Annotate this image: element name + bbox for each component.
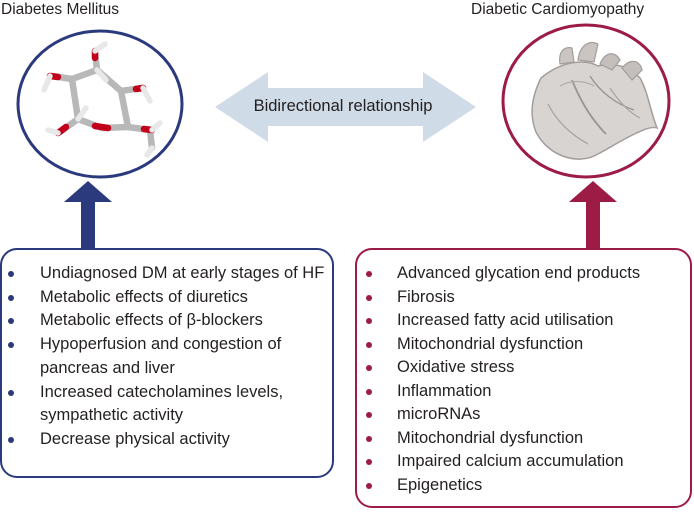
bullet-icon bbox=[8, 318, 14, 325]
list-item: Decrease physical activity bbox=[2, 428, 332, 452]
list-item: Increased catecholamines levels, sympath… bbox=[2, 381, 332, 428]
list-item: Mitochondrial dysfunction bbox=[357, 427, 690, 451]
bullet-icon bbox=[366, 459, 372, 466]
bullet-icon bbox=[366, 435, 372, 442]
cardiomyopathy-factors-box: Advanced glycation end products Fibrosis… bbox=[355, 248, 692, 508]
list-item: Advanced glycation end products bbox=[357, 262, 690, 286]
list-item: Epigenetics bbox=[357, 474, 690, 498]
list-item: Fibrosis bbox=[357, 286, 690, 310]
bullet-icon bbox=[366, 388, 372, 395]
list-item: Hypoperfusion and congestion of pancreas… bbox=[2, 333, 332, 380]
bullet-icon bbox=[8, 271, 14, 277]
bullet-icon bbox=[366, 482, 372, 489]
bullet-icon bbox=[366, 341, 372, 348]
bullet-icon bbox=[8, 389, 14, 396]
diabetes-title: Diabetes Mellitus bbox=[1, 1, 120, 18]
bullet-icon bbox=[8, 342, 14, 349]
list-item: Undiagnosed DM at early stages of HF bbox=[2, 262, 332, 286]
relationship-label: Bidirectional relationship bbox=[253, 97, 433, 115]
bullet-icon bbox=[366, 412, 372, 419]
bullet-icon bbox=[366, 294, 372, 301]
list-item: Metabolic effects of diuretics bbox=[2, 286, 332, 310]
bullet-icon bbox=[8, 294, 14, 301]
heart-icon bbox=[531, 41, 659, 160]
list-item: Inflammation bbox=[357, 380, 690, 404]
diabetes-circle bbox=[16, 29, 184, 179]
diabetes-factors-list: Undiagnosed DM at early stages of HF Met… bbox=[2, 262, 332, 452]
right-up-arrow bbox=[569, 181, 617, 254]
list-item: Impaired calcium accumulation bbox=[357, 450, 690, 474]
diabetes-factors-box: Undiagnosed DM at early stages of HF Met… bbox=[0, 248, 334, 478]
list-item: Metabolic effects of β-blockers bbox=[2, 309, 332, 333]
bidirectional-arrow bbox=[215, 72, 476, 142]
left-up-arrow bbox=[64, 181, 112, 254]
list-item: Mitochondrial dysfunction bbox=[357, 333, 690, 357]
list-item: microRNAs bbox=[357, 403, 690, 427]
bullet-icon bbox=[366, 318, 372, 325]
list-item: Oxidative stress bbox=[357, 356, 690, 380]
glucose-molecule-icon bbox=[41, 41, 163, 158]
bullet-icon bbox=[8, 436, 14, 443]
bullet-icon bbox=[366, 365, 372, 372]
cardiomyopathy-title: Diabetic Cardiomyopathy bbox=[471, 1, 645, 18]
cardiomyopathy-factors-list: Advanced glycation end products Fibrosis… bbox=[357, 262, 690, 497]
bullet-icon bbox=[366, 271, 372, 277]
list-item: Increased fatty acid utilisation bbox=[357, 309, 690, 333]
